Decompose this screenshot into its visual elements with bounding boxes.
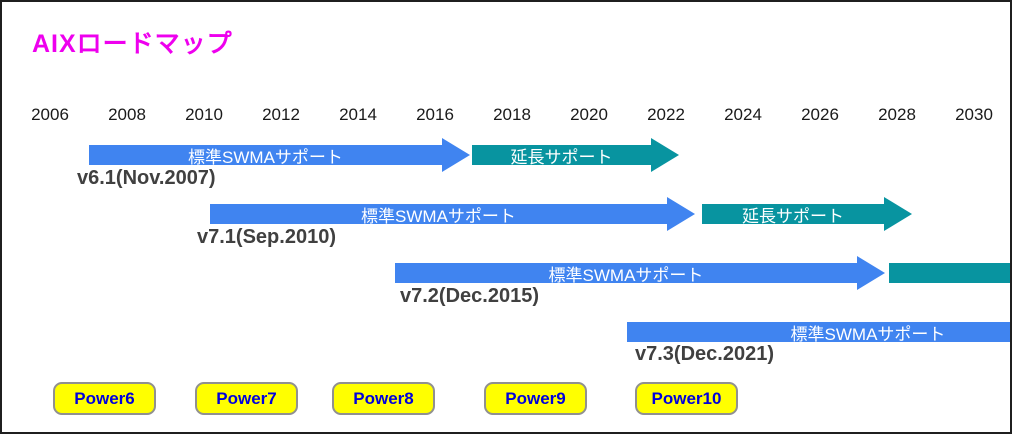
year-label-2012: 2012	[262, 105, 300, 124]
year-label-2014: 2014	[339, 105, 377, 124]
page-title: AIXロードマップ	[32, 30, 233, 58]
power-button-power9[interactable]: Power9	[484, 382, 587, 415]
year-label-2018: 2018	[493, 105, 531, 124]
power-button-power6[interactable]: Power6	[53, 382, 156, 415]
arrowhead-icon	[857, 256, 885, 290]
v61-standard-support-bar: 標準SWMAサポート	[89, 138, 470, 172]
support-bar-label: 標準SWMAサポート	[627, 322, 1010, 342]
v71-standard-support-bar: 標準SWMAサポート	[210, 197, 695, 231]
year-label-2006: 2006	[31, 105, 69, 124]
year-label-2030: 2030	[955, 105, 993, 124]
year-label-2010: 2010	[185, 105, 223, 124]
year-label-2022: 2022	[647, 105, 685, 124]
power-button-power7[interactable]: Power7	[195, 382, 298, 415]
year-label-2020: 2020	[570, 105, 608, 124]
support-bar-label: 標準SWMAサポート	[89, 145, 442, 165]
support-bar-label: 標準SWMAサポート	[210, 204, 667, 224]
version-label-v71: v7.1(Sep.2010)	[197, 226, 336, 248]
support-bar-label: 延長サポート	[472, 145, 651, 165]
arrowhead-icon	[651, 138, 679, 172]
version-label-v61: v6.1(Nov.2007)	[77, 167, 216, 189]
year-label-2026: 2026	[801, 105, 839, 124]
v71-extended-support-bar: 延長サポート	[702, 197, 912, 231]
year-label-2016: 2016	[416, 105, 454, 124]
v72-extended-support-bar	[889, 256, 1010, 290]
arrowhead-icon	[884, 197, 912, 231]
arrowhead-icon	[442, 138, 470, 172]
support-bar-label: 標準SWMAサポート	[395, 263, 857, 283]
power-button-power8[interactable]: Power8	[332, 382, 435, 415]
version-label-v73: v7.3(Dec.2021)	[635, 343, 774, 365]
power-button-power10[interactable]: Power10	[635, 382, 738, 415]
year-label-2008: 2008	[108, 105, 146, 124]
support-bar-label: 延長サポート	[702, 204, 884, 224]
v73-standard-support-bar: 標準SWMAサポート	[627, 315, 1010, 349]
arrowhead-icon	[667, 197, 695, 231]
version-label-v72: v7.2(Dec.2015)	[400, 285, 539, 307]
year-label-2024: 2024	[724, 105, 762, 124]
v61-extended-support-bar: 延長サポート	[472, 138, 679, 172]
v72-standard-support-bar: 標準SWMAサポート	[395, 256, 885, 290]
year-label-2028: 2028	[878, 105, 916, 124]
